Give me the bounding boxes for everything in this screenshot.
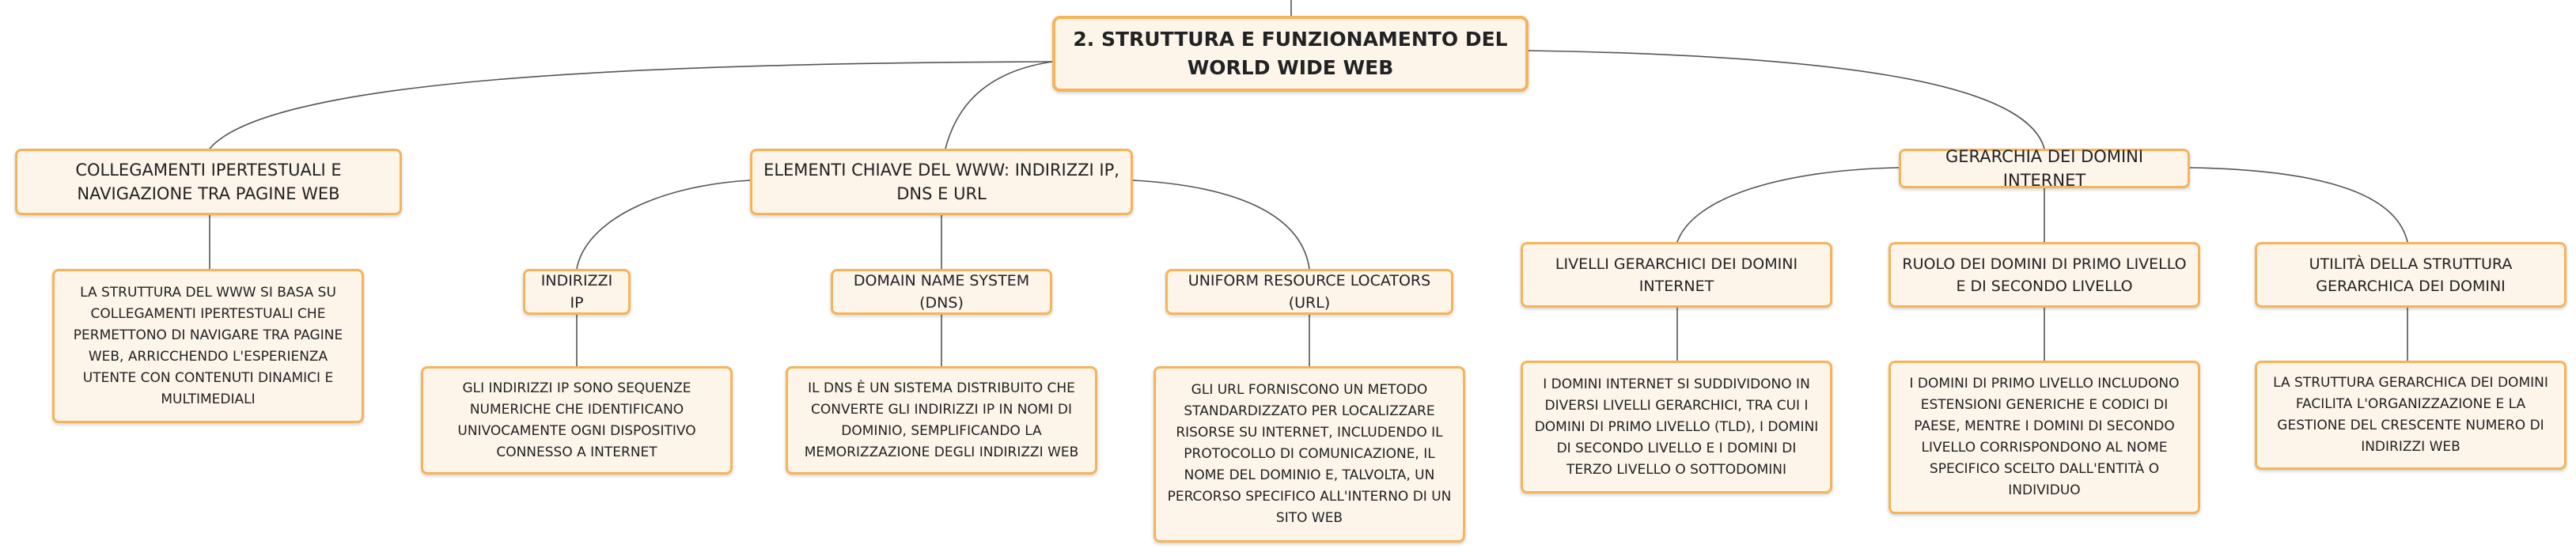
detail-text: I DOMINI INTERNET SI SUDDIVIDONO IN DIVE… bbox=[1534, 376, 1819, 478]
topic-label: DOMAIN NAME SYSTEM (DNS) bbox=[853, 272, 1030, 312]
detail-node-utility[interactable]: LA STRUTTURA GERARCHICA DEI DOMINI FACIL… bbox=[2255, 361, 2567, 470]
branch-node-domain-hierarchy[interactable]: GERARCHIA DEI DOMINI INTERNET bbox=[1899, 147, 2190, 190]
detail-text: LA STRUTTURA DEL WWW SI BASA SU COLLEGAM… bbox=[73, 284, 343, 407]
detail-node-ip[interactable]: GLI INDIRIZZI IP SONO SEQUENZE NUMERICHE… bbox=[421, 366, 733, 475]
root-node[interactable]: 2. STRUTTURA E FUNZIONAMENTO DEL WORLD W… bbox=[1052, 16, 1529, 92]
topic-node-levels[interactable]: LIVELLI GERARCHICI DEI DOMINI INTERNET bbox=[1521, 242, 1832, 308]
detail-node-levels[interactable]: I DOMINI INTERNET SI SUDDIVIDONO IN DIVE… bbox=[1521, 361, 1832, 494]
topic-label: INDIRIZZI IP bbox=[540, 272, 613, 312]
topic-node-utility[interactable]: UTILITÀ DELLA STRUTTURA GERARCHICA DEI D… bbox=[2255, 242, 2567, 308]
topic-label: UNIFORM RESOURCE LOCATORS (URL) bbox=[1188, 272, 1431, 312]
detail-node-role[interactable]: I DOMINI DI PRIMO LIVELLO INCLUDONO ESTE… bbox=[1888, 361, 2200, 514]
connector-root-b1 bbox=[945, 61, 1053, 149]
connector-root-b0 bbox=[209, 61, 1053, 149]
topic-label: UTILITÀ DELLA STRUTTURA GERARCHICA DEI D… bbox=[2309, 255, 2513, 295]
connector-b2-c0 bbox=[1676, 167, 1900, 243]
branch-label: COLLEGAMENTI IPERTESTUALI E NAVIGAZIONE … bbox=[75, 161, 342, 203]
branch-node-key-elements[interactable]: ELEMENTI CHIAVE DEL WWW: INDIRIZZI IP, D… bbox=[750, 149, 1133, 215]
topic-label: RUOLO DEI DOMINI DI PRIMO LIVELLO E DI S… bbox=[1902, 255, 2187, 295]
detail-node-url[interactable]: GLI URL FORNISCONO UN METODO STANDARDIZZ… bbox=[1154, 366, 1465, 543]
branch-label: GERARCHIA DEI DOMINI INTERNET bbox=[1945, 147, 2144, 190]
topic-label: LIVELLI GERARCHICI DEI DOMINI INTERNET bbox=[1555, 255, 1798, 295]
connector-b1-c2 bbox=[1132, 180, 1310, 270]
root-label: 2. STRUTTURA E FUNZIONAMENTO DEL WORLD W… bbox=[1073, 28, 1508, 79]
detail-text: I DOMINI DI PRIMO LIVELLO INCLUDONO ESTE… bbox=[1909, 376, 2180, 498]
detail-text: GLI URL FORNISCONO UN METODO STANDARDIZZ… bbox=[1167, 382, 1452, 526]
branch-node-hyperlinks[interactable]: COLLEGAMENTI IPERTESTUALI E NAVIGAZIONE … bbox=[15, 149, 402, 215]
connector-b1-c0 bbox=[576, 180, 751, 270]
connector-root-b2 bbox=[1528, 50, 2045, 149]
detail-node-hyperlinks[interactable]: LA STRUTTURA DEL WWW SI BASA SU COLLEGAM… bbox=[52, 269, 364, 423]
topic-node-role[interactable]: RUOLO DEI DOMINI DI PRIMO LIVELLO E DI S… bbox=[1888, 242, 2200, 308]
topic-node-url[interactable]: UNIFORM RESOURCE LOCATORS (URL) bbox=[1165, 269, 1453, 315]
detail-text: GLI INDIRIZZI IP SONO SEQUENZE NUMERICHE… bbox=[457, 380, 696, 460]
detail-text: LA STRUTTURA GERARCHICA DEI DOMINI FACIL… bbox=[2273, 375, 2548, 455]
topic-node-ip[interactable]: INDIRIZZI IP bbox=[523, 269, 631, 315]
detail-text: IL DNS È UN SISTEMA DISTRIBUITO CHE CONV… bbox=[804, 380, 1079, 460]
connector-b2-c2 bbox=[2189, 167, 2408, 243]
branch-label: ELEMENTI CHIAVE DEL WWW: INDIRIZZI IP, D… bbox=[763, 161, 1119, 203]
topic-node-dns[interactable]: DOMAIN NAME SYSTEM (DNS) bbox=[831, 269, 1052, 315]
detail-node-dns[interactable]: IL DNS È UN SISTEMA DISTRIBUITO CHE CONV… bbox=[786, 366, 1097, 475]
